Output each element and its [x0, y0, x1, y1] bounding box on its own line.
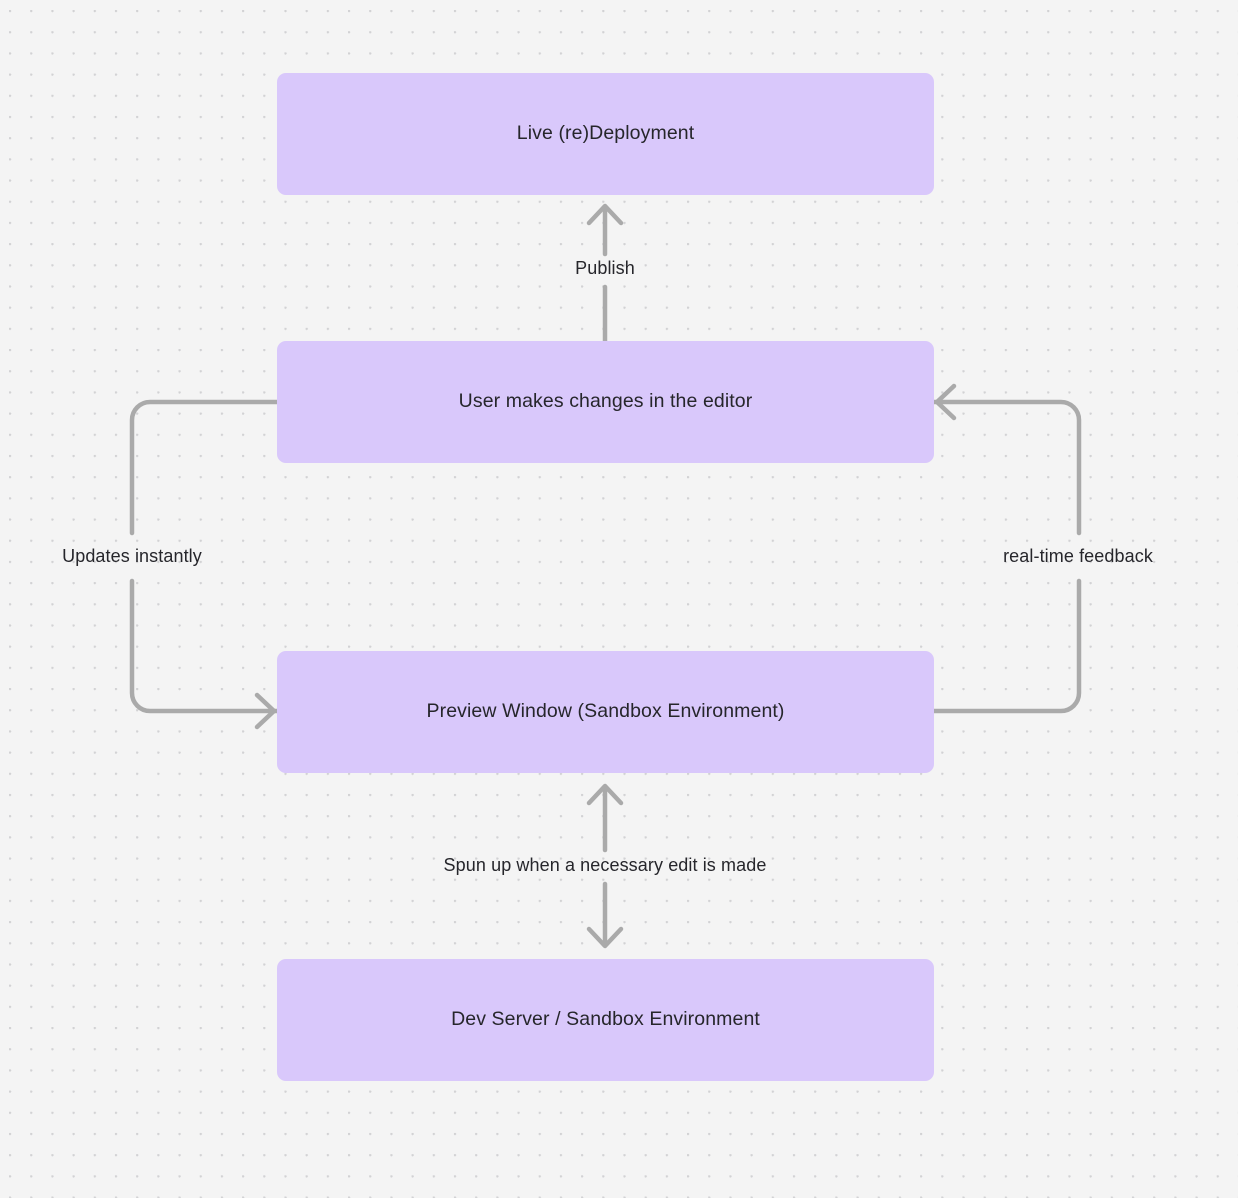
edge-label-real-time-feedback: real-time feedback [1003, 546, 1153, 567]
arrowhead-up-icon [586, 203, 624, 226]
node-user-edits[interactable]: User makes changes in the editor [277, 341, 934, 463]
edge-label-publish: Publish [575, 258, 635, 279]
node-live-deployment-label: Live (re)Deployment [516, 122, 695, 145]
edge-label-spun-up: Spun up when a necessary edit is made [443, 855, 767, 876]
arrowhead-up-icon [586, 783, 624, 806]
edge-label-updates-instantly: Updates instantly [62, 546, 202, 567]
node-dev-server[interactable]: Dev Server / Sandbox Environment [277, 959, 934, 1081]
node-live-deployment[interactable]: Live (re)Deployment [277, 73, 934, 195]
node-preview-window[interactable]: Preview Window (Sandbox Environment) [277, 651, 934, 773]
node-dev-server-label: Dev Server / Sandbox Environment [451, 1008, 760, 1031]
arrowhead-left-icon [934, 383, 957, 421]
node-preview-window-label: Preview Window (Sandbox Environment) [426, 700, 785, 723]
arrowhead-down-icon [586, 926, 624, 949]
node-user-edits-label: User makes changes in the editor [458, 390, 753, 413]
arrowhead-right-icon [254, 692, 277, 730]
